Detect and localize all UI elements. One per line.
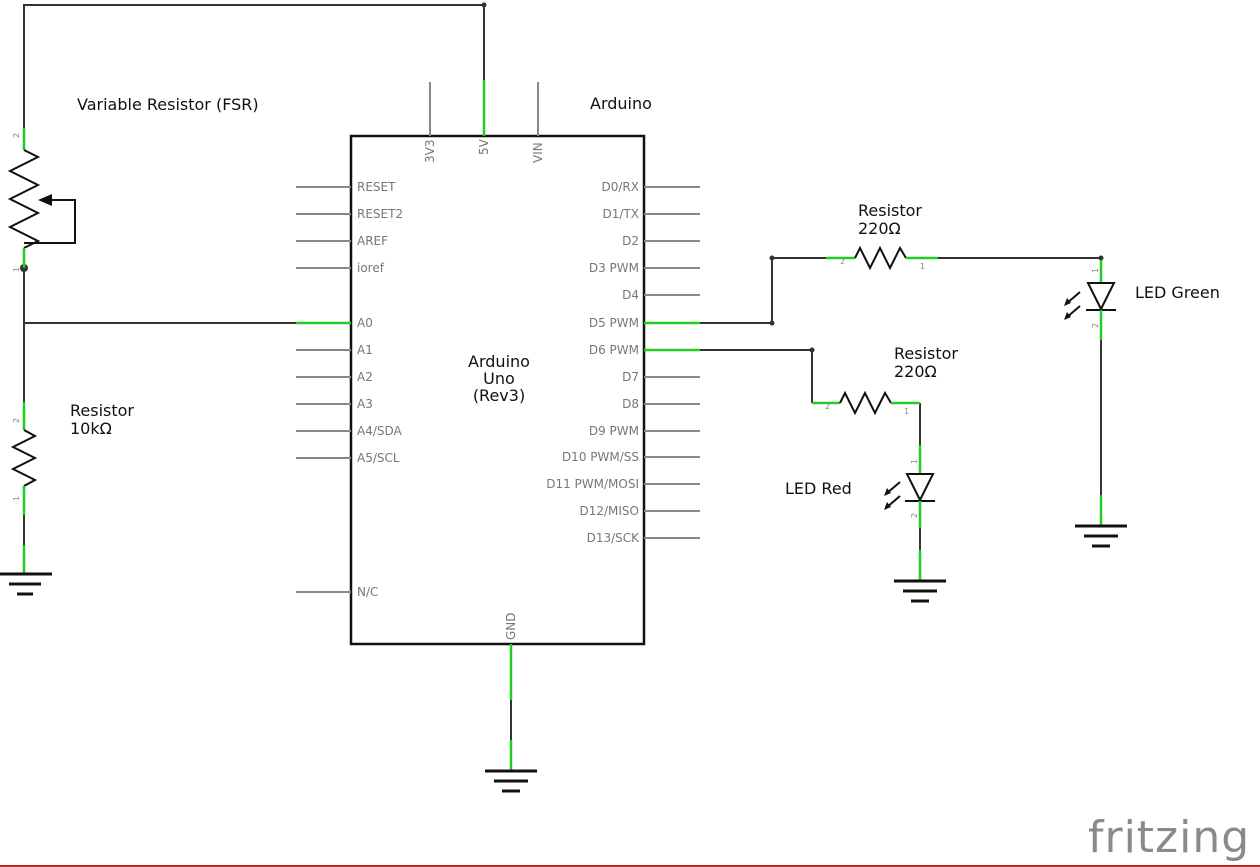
led-green-pin-1: 1 xyxy=(1091,268,1100,273)
fsr-variable-resistor: 2 1 Variable Resistor (FSR) xyxy=(7,95,259,272)
r220b-label-line1: Resistor xyxy=(894,344,958,363)
pin-label-reset2: RESET2 xyxy=(357,207,403,221)
pin-label-d12: D12/MISO xyxy=(579,504,639,518)
pin-label-d2: D2 xyxy=(622,234,639,248)
pin-label-d1: D1/TX xyxy=(603,207,639,221)
pin-label-gnd: GND xyxy=(504,612,518,640)
pin-label-a4-sda: A4/SDA xyxy=(357,424,403,438)
junction-dot xyxy=(769,320,775,326)
led-red-triangle xyxy=(905,473,935,503)
resistor-10k: 2 1 Resistor 10kΩ xyxy=(10,401,134,515)
fsr-pin-1: 1 xyxy=(12,267,21,272)
led-green-ray-arrow-1 xyxy=(1064,298,1071,306)
pin-label-nc: N/C xyxy=(357,585,378,599)
resistor-220-red: 2 1 Resistor 220Ω xyxy=(812,344,958,416)
pin-label-a5-scl: A5/SCL xyxy=(357,451,400,465)
r220a-label-line2: 220Ω xyxy=(858,219,901,238)
wire-r220a-to-led-green xyxy=(938,257,1102,272)
right-pins: D0/RX D1/TX D2 D3 PWM D4 D5 PWM D6 PWM D… xyxy=(546,180,700,545)
ground-symbol-led-red xyxy=(894,550,946,603)
pin-label-vin: VIN xyxy=(531,142,545,163)
pin-label-a3: A3 xyxy=(357,397,373,411)
r220b-zigzag xyxy=(839,390,892,416)
r220a-pin-2: 2 xyxy=(840,257,845,266)
pin-label-reset: RESET xyxy=(357,180,396,194)
wire-d5 xyxy=(700,257,826,324)
r220b-pin-1: 1 xyxy=(904,407,909,416)
pin-label-a0: A0 xyxy=(357,316,373,330)
resistor-220-green: 2 1 Resistor 220Ω xyxy=(826,201,938,271)
pin-label-d8: D8 xyxy=(622,397,639,411)
pin-label-d3: D3 PWM xyxy=(589,261,639,275)
fritzing-logo: fritzing xyxy=(1088,812,1250,863)
pin-label-5v: 5V xyxy=(477,138,491,155)
arduino-title: Arduino xyxy=(590,94,652,113)
junction-dot xyxy=(769,255,775,261)
pin-label-d0: D0/RX xyxy=(602,180,639,194)
r220b-pin-2: 2 xyxy=(825,402,830,411)
pin-label-d9: D9 PWM xyxy=(589,424,639,438)
pin-label-ioref: ioref xyxy=(357,261,385,275)
board-name-line3: (Rev3) xyxy=(473,386,525,405)
pin-label-d5: D5 PWM xyxy=(589,316,639,330)
r10k-pin-1: 1 xyxy=(12,496,21,501)
r220a-label-line1: Resistor xyxy=(858,201,922,220)
ground-symbol-left xyxy=(0,545,52,596)
arduino-board: 3V3 5V VIN RESET RESET2 AREF ioref A0 A1… xyxy=(296,80,700,700)
led-red-ray-arrow-1 xyxy=(884,488,891,496)
pin-label-d7: D7 xyxy=(622,370,639,384)
r220a-pin-1: 1 xyxy=(920,262,925,271)
led-red: 1 2 LED Red xyxy=(785,445,935,528)
led-green-label: LED Green xyxy=(1135,283,1220,302)
wire-d6 xyxy=(700,349,813,403)
r220b-label-line2: 220Ω xyxy=(894,362,937,381)
arduino-outline xyxy=(349,134,646,646)
board-name-line1: Arduino xyxy=(468,352,530,371)
led-red-pin-2: 2 xyxy=(910,513,919,518)
fsr-label: Variable Resistor (FSR) xyxy=(77,95,259,114)
r10k-pin-2: 2 xyxy=(12,418,21,423)
pin-label-3v3: 3V3 xyxy=(423,140,437,163)
led-red-label: LED Red xyxy=(785,479,852,498)
fsr-zigzag xyxy=(7,149,41,249)
r10k-label-line1: Resistor xyxy=(70,401,134,420)
fsr-pin-2: 2 xyxy=(12,133,21,138)
junction-dot xyxy=(809,347,815,353)
ground-symbol-led-green xyxy=(1075,495,1127,548)
fsr-wiper xyxy=(24,199,76,244)
led-green-pin-2: 2 xyxy=(1091,323,1100,328)
pin-label-aref: AREF xyxy=(357,234,388,248)
led-red-pin-1: 1 xyxy=(910,459,919,464)
led-green-ray-arrow-2 xyxy=(1064,312,1071,320)
r220a-zigzag xyxy=(854,245,907,271)
bottom-border xyxy=(0,865,1260,867)
junction-dot xyxy=(1098,255,1104,261)
pin-label-d6: D6 PWM xyxy=(589,343,639,357)
wire-5v-rail xyxy=(23,4,485,128)
led-red-ray-arrow-2 xyxy=(884,502,891,510)
junction-dot xyxy=(481,2,487,8)
ground-symbol-arduino xyxy=(485,740,537,793)
r10k-label-line2: 10kΩ xyxy=(70,419,112,438)
led-green-triangle xyxy=(1086,282,1116,312)
pin-label-d4: D4 xyxy=(622,288,639,302)
r10k-zigzag xyxy=(10,429,38,487)
fsr-arrow xyxy=(38,194,52,206)
pin-label-d13: D13/SCK xyxy=(587,531,641,545)
left-pins: RESET RESET2 AREF ioref A0 A1 A2 A3 A4/S… xyxy=(296,180,403,599)
board-name-line2: Uno xyxy=(483,369,515,388)
pin-label-d11: D11 PWM/MOSI xyxy=(546,477,639,491)
pin-label-d10: D10 PWM/SS xyxy=(562,450,639,464)
led-green: 1 2 LED Green xyxy=(1064,260,1220,340)
pin-label-a1: A1 xyxy=(357,343,373,357)
pin-label-a2: A2 xyxy=(357,370,373,384)
